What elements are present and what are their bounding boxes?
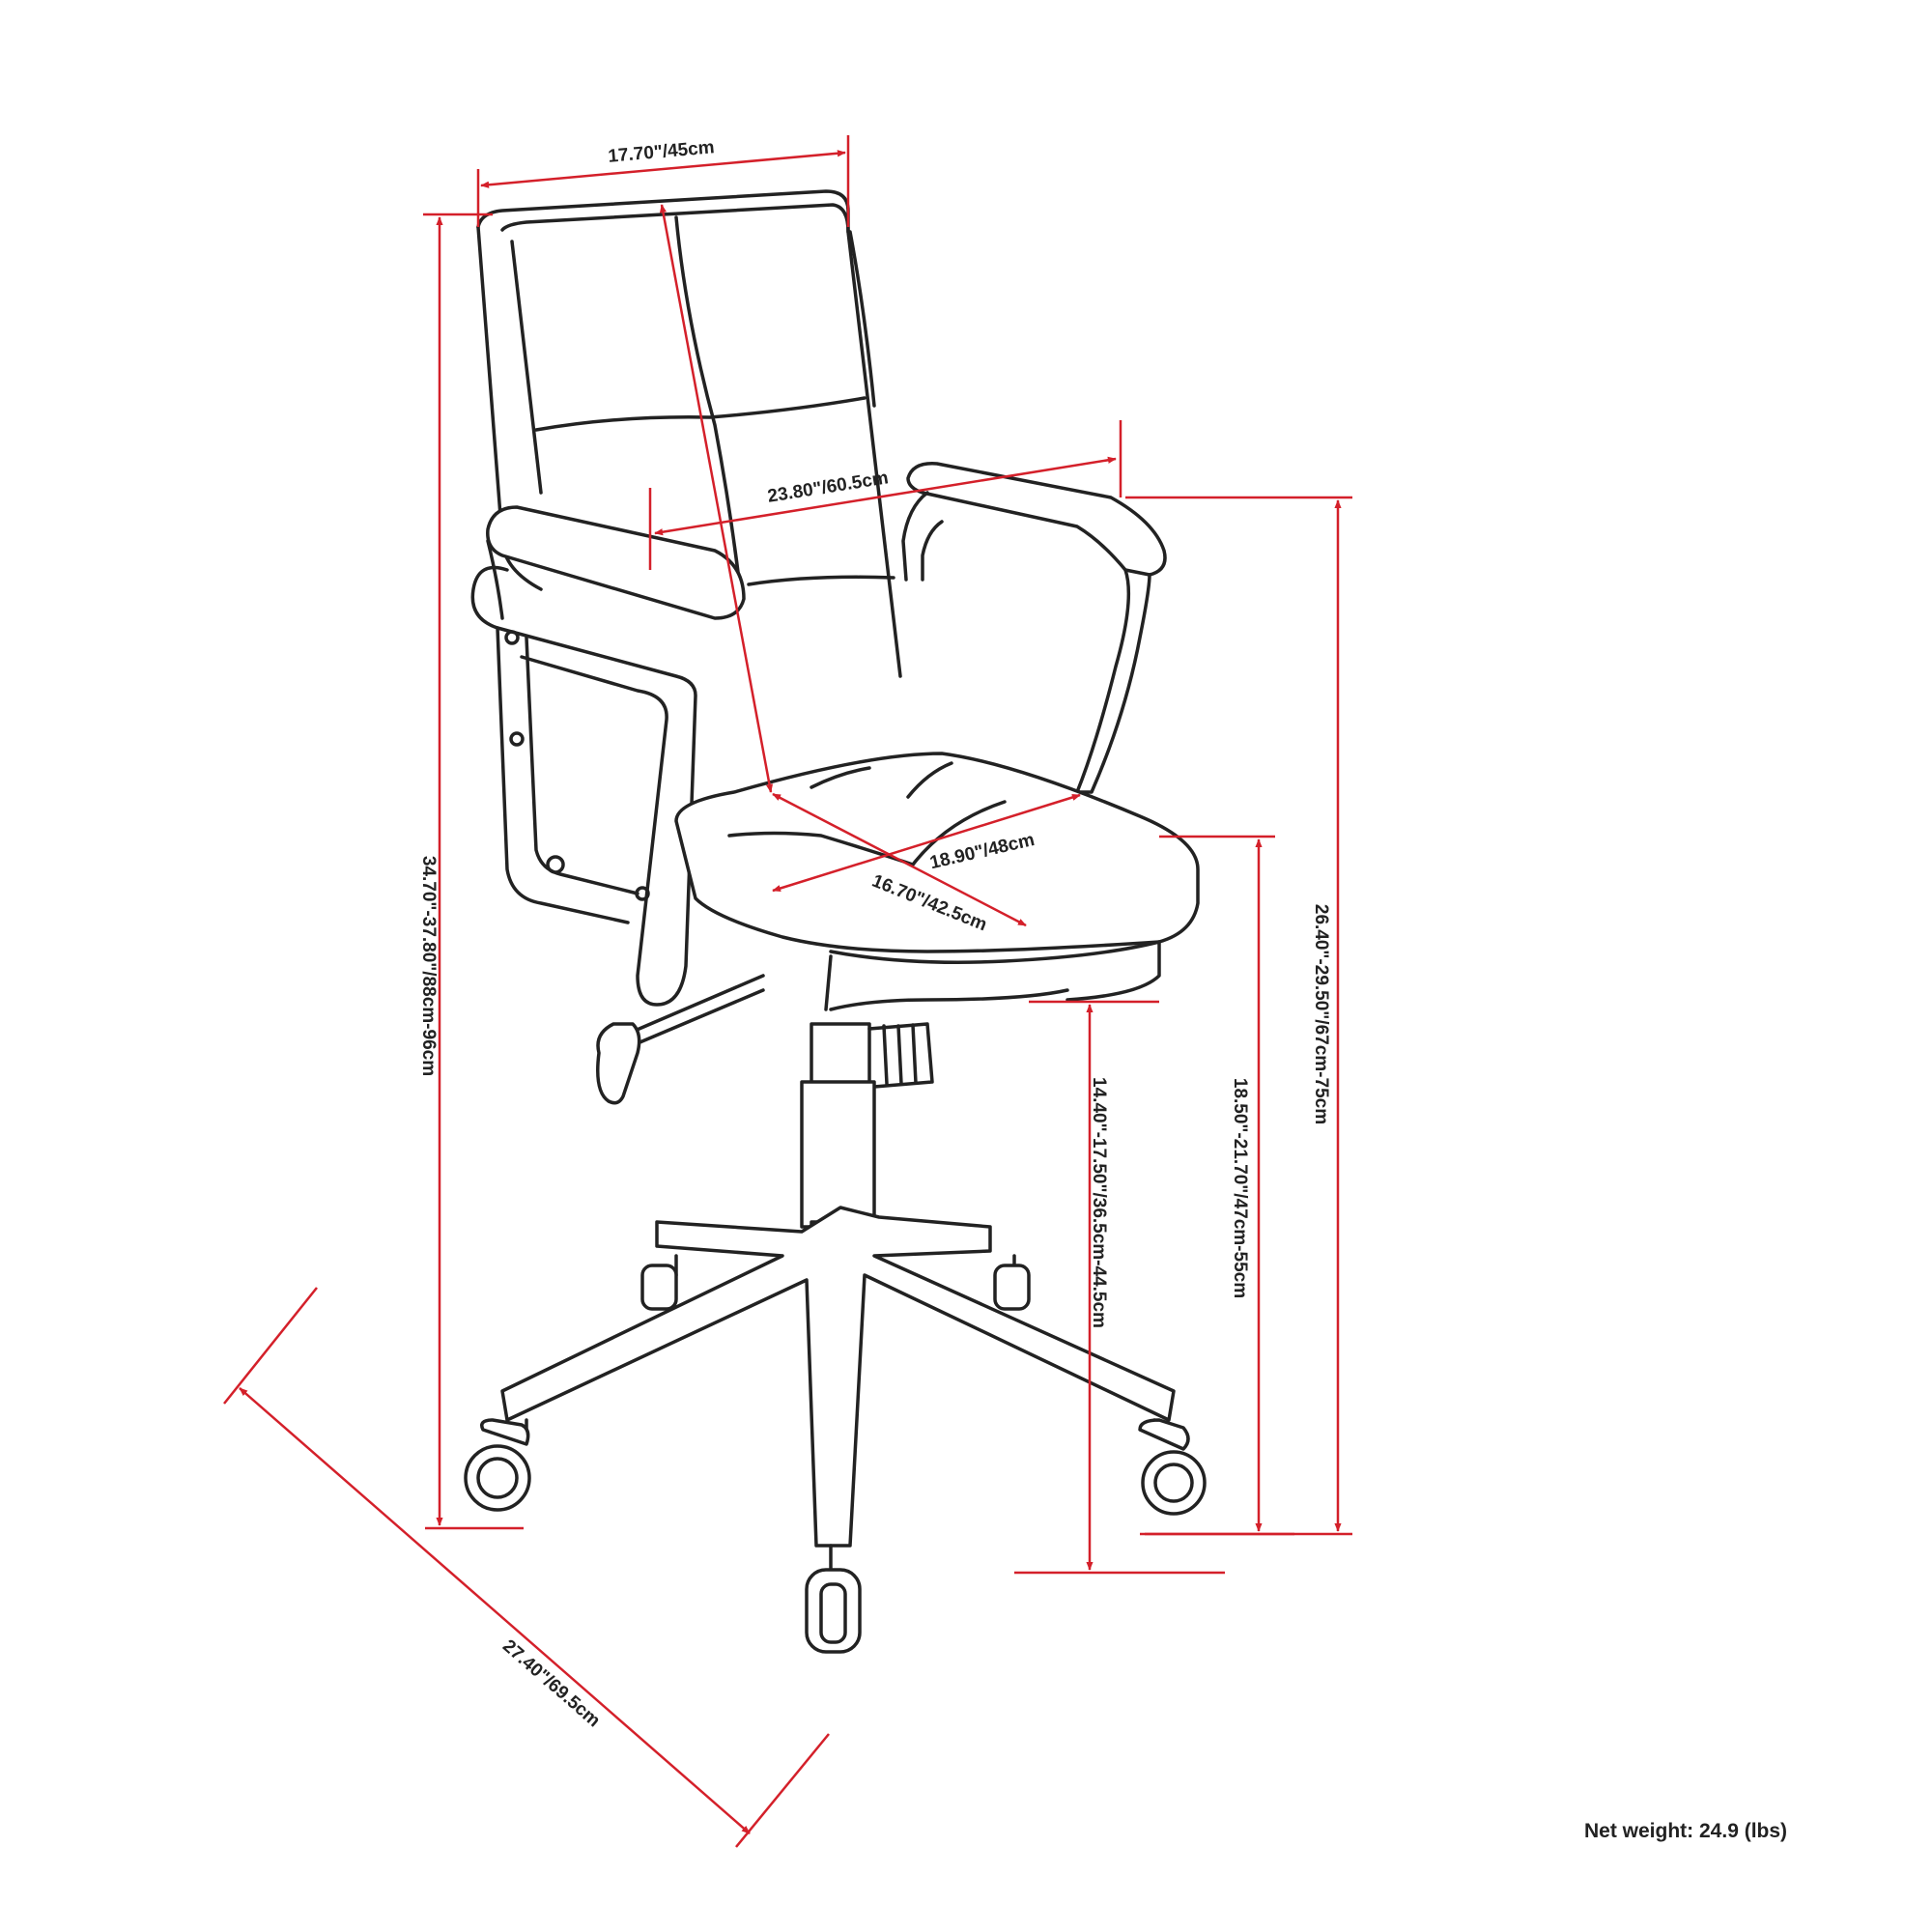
dim-under-seat-height: 14.40"-17.50"/36.5cm-44.5cm bbox=[1014, 1000, 1225, 1575]
gas-lift bbox=[596, 974, 934, 1248]
dim-backrest-height bbox=[659, 204, 774, 793]
seat bbox=[674, 752, 1200, 1011]
caster-front bbox=[805, 1568, 862, 1654]
label-base-diameter: 27.40"/69.5cm bbox=[498, 1636, 604, 1732]
label-seat-height: 18.50"-21.70"/47cm-55cm bbox=[1230, 1078, 1250, 1298]
right-armrest bbox=[901, 462, 1167, 794]
label-overall-height: 34.70"-37.80"/88cm-96cm bbox=[418, 856, 439, 1076]
caster-back-left bbox=[640, 1264, 678, 1311]
label-under-seat-height: 14.40"-17.50"/36.5cm-44.5cm bbox=[1089, 1077, 1109, 1328]
caster-back-right bbox=[993, 1264, 1031, 1311]
caster-left bbox=[464, 1418, 531, 1512]
dim-seat-height: 18.50"-21.70"/47cm-55cm bbox=[1140, 835, 1294, 1536]
dim-arm-height: 26.40"-29.50"/67cm-75cm bbox=[1125, 496, 1352, 1536]
caster-right bbox=[1138, 1418, 1207, 1516]
chair-illustration bbox=[464, 189, 1207, 1654]
star-base bbox=[500, 1206, 1176, 1572]
label-back-width: 17.70"/45cm bbox=[608, 137, 716, 167]
dim-base-diameter: 27.40"/69.5cm bbox=[223, 1287, 830, 1848]
net-weight: Net weight: 24.9 (lbs) bbox=[1584, 1820, 1788, 1842]
dimension-lines: 17.70"/45cm 23.80"/60.5cm 18.90"/48cm 16… bbox=[223, 135, 1352, 1848]
label-arm-height: 26.40"-29.50"/67cm-75cm bbox=[1311, 904, 1331, 1124]
label-arm-width: 23.80"/60.5cm bbox=[766, 468, 890, 506]
left-armrest bbox=[470, 505, 746, 1007]
